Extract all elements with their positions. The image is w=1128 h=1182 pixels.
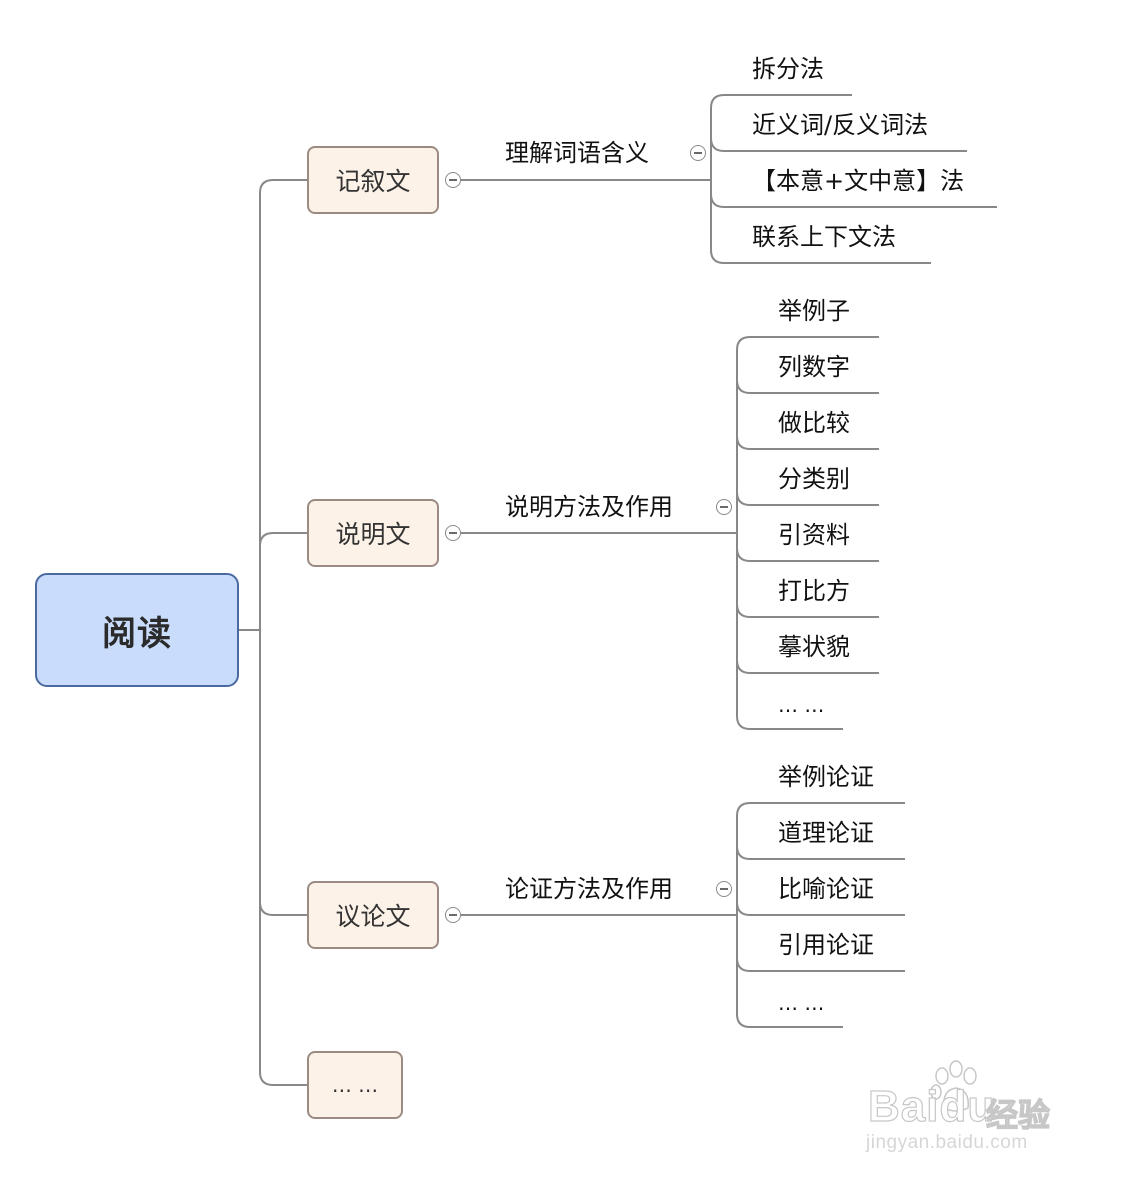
connector-group-2-leaf-6 bbox=[736, 603, 879, 618]
collapse-icon[interactable] bbox=[716, 881, 732, 897]
leaf-item[interactable]: 打比方 bbox=[778, 577, 850, 605]
baidu-watermark: Baidu 经验 jingyan.baidu.com bbox=[862, 1060, 1072, 1160]
branch-more[interactable]: … … bbox=[307, 1051, 403, 1119]
leaf-item[interactable]: 近义词/反义词法 bbox=[752, 111, 929, 139]
collapse-icon[interactable] bbox=[690, 145, 706, 161]
connector-group-2-leaf-3 bbox=[736, 435, 879, 450]
connector-group-3-v bbox=[736, 816, 843, 1028]
connector-group-3-leaf-3 bbox=[736, 901, 905, 916]
leaf-item[interactable]: 分类别 bbox=[778, 465, 850, 493]
collapse-icon[interactable] bbox=[445, 907, 461, 923]
connector-group-2-leaf-5 bbox=[736, 547, 879, 562]
collapse-icon[interactable] bbox=[716, 499, 732, 515]
connector-group-1-v bbox=[710, 108, 931, 264]
leaf-item[interactable]: 引用论证 bbox=[778, 931, 874, 959]
connector-group-1-spine bbox=[710, 94, 852, 109]
leaf-item[interactable]: 道理论证 bbox=[778, 819, 874, 847]
branch-narrative[interactable]: 记叙文 bbox=[307, 146, 439, 214]
leaf-item[interactable]: 拆分法 bbox=[752, 55, 824, 83]
connector-group-3-leaf-4 bbox=[736, 957, 905, 972]
leaf-item[interactable]: 联系上下文法 bbox=[752, 223, 896, 251]
leaf-item[interactable]: 列数字 bbox=[778, 353, 850, 381]
connector-root-branch-3 bbox=[259, 630, 307, 916]
watermark-product: 经验 bbox=[985, 1095, 1051, 1134]
sub-topic-label[interactable]: 说明方法及作用 bbox=[505, 493, 673, 521]
leaf-item[interactable]: 比喻论证 bbox=[778, 875, 874, 903]
connector-group-3-spine bbox=[736, 802, 905, 817]
collapse-icon[interactable] bbox=[445, 525, 461, 541]
leaf-item[interactable]: 引资料 bbox=[778, 521, 850, 549]
baidu-paw-icon bbox=[930, 1060, 977, 1112]
watermark-brand: Baidu bbox=[867, 1081, 996, 1131]
leaf-item[interactable]: 摹状貌 bbox=[778, 633, 850, 661]
connector-group-3-leaf-2 bbox=[736, 845, 905, 860]
sub-topic-label[interactable]: 理解词语含义 bbox=[505, 139, 649, 167]
watermark-url: jingyan.baidu.com bbox=[866, 1132, 1028, 1153]
branch-expository[interactable]: 说明文 bbox=[307, 499, 439, 567]
branch-label: 记叙文 bbox=[335, 167, 411, 196]
collapse-icon[interactable] bbox=[445, 172, 461, 188]
sub-topic-label[interactable]: 论证方法及作用 bbox=[505, 875, 673, 903]
connector-group-1-leaf-3 bbox=[710, 193, 997, 208]
leaf-item[interactable]: 【本意+文中意】法 bbox=[752, 167, 965, 195]
connector-group-2-leaf-7 bbox=[736, 659, 879, 674]
connector-root-branch-1 bbox=[259, 179, 307, 630]
branch-label: 说明文 bbox=[335, 520, 411, 549]
connector-group-2-v bbox=[736, 350, 843, 730]
branch-label: 议论文 bbox=[335, 902, 411, 931]
branch-label: … … bbox=[331, 1073, 379, 1097]
leaf-item[interactable]: 做比较 bbox=[778, 409, 850, 437]
root-label: 阅读 bbox=[102, 613, 172, 654]
connector-root-branch-4 bbox=[259, 902, 307, 1086]
connector-group-2-leaf-4 bbox=[736, 491, 879, 506]
connector-group-1-leaf-2 bbox=[710, 137, 967, 152]
branch-argumentative[interactable]: 议论文 bbox=[307, 881, 439, 949]
connector-group-2-leaf-2 bbox=[736, 379, 879, 394]
leaf-item[interactable]: 举例论证 bbox=[778, 763, 874, 791]
leaf-item[interactable]: … … bbox=[778, 991, 825, 1015]
leaf-item[interactable]: 举例子 bbox=[778, 297, 850, 325]
connector-root-branch-2 bbox=[259, 532, 307, 630]
root-node[interactable]: 阅读 bbox=[35, 573, 239, 687]
leaf-item[interactable]: … … bbox=[778, 693, 825, 717]
connector-group-2-spine bbox=[736, 336, 879, 351]
